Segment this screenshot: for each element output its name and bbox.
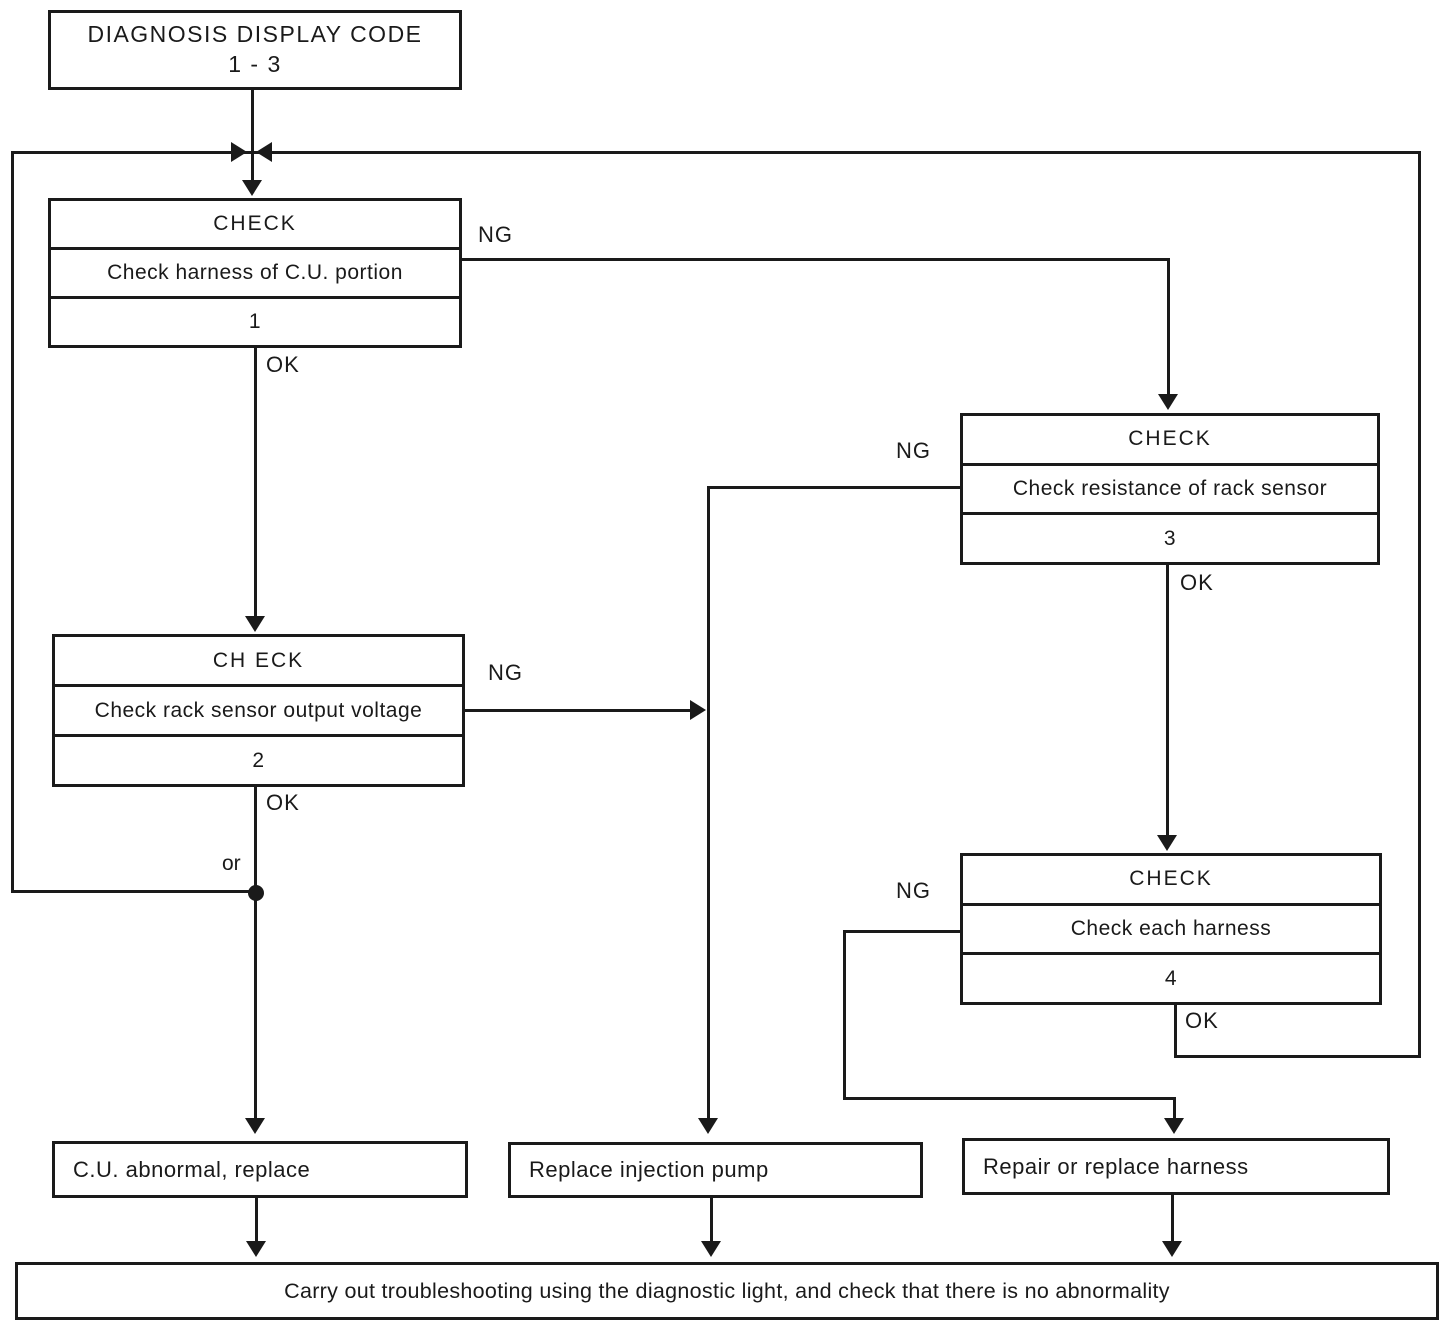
arrowhead-feedback-left-icon xyxy=(231,142,247,162)
start-box: DIAGNOSIS DISPLAY CODE 1 - 3 xyxy=(48,10,462,90)
check3-step: 3 xyxy=(963,512,1377,562)
edge-feedback-top xyxy=(11,151,1421,154)
result-box-cu: C.U. abnormal, replace xyxy=(52,1141,468,1198)
edge-feedback-right-v xyxy=(1418,151,1421,1058)
arrowhead-check4-icon xyxy=(1157,835,1177,851)
check2-header: CH ECK xyxy=(212,648,305,672)
edge-check4-ng-h1 xyxy=(843,930,960,933)
edge-pump-to-footer xyxy=(710,1198,713,1242)
check1-step: 1 xyxy=(51,296,459,345)
check-box-2: CH ECK Check rack sensor output voltage … xyxy=(52,634,465,787)
arrowhead-footer-left-icon xyxy=(246,1241,266,1257)
edge-check4-ok-h xyxy=(1174,1055,1421,1058)
arrowhead-check3-icon xyxy=(1158,394,1178,410)
check3-ok-label: OK xyxy=(1180,570,1214,595)
edge-check2-ok-v xyxy=(254,787,257,893)
edge-feedback-left-h xyxy=(11,890,250,893)
result-pump-label: Replace injection pump xyxy=(529,1157,769,1182)
edge-check4-ok-v xyxy=(1174,1005,1177,1058)
arrowhead-harness-icon xyxy=(1164,1118,1184,1134)
check-box-4: CHECK Check each harness 4 xyxy=(960,853,1382,1005)
edge-check3-ng-h xyxy=(707,486,960,489)
edge-check4-ng-v1 xyxy=(843,930,846,1100)
check4-ok-label: OK xyxy=(1185,1008,1219,1033)
edge-check1-ok-v xyxy=(254,348,257,618)
edge-cu-to-footer xyxy=(255,1198,258,1242)
arrowhead-check1-icon xyxy=(242,180,262,196)
arrowhead-cu-icon xyxy=(245,1118,265,1134)
edge-start-down xyxy=(251,90,254,152)
check3-header: CHECK xyxy=(1128,427,1212,451)
arrowhead-footer-right-icon xyxy=(1162,1241,1182,1257)
check1-header: CHECK xyxy=(213,212,297,235)
arrowhead-feedback-right-icon xyxy=(256,142,272,162)
edge-check2-ng-h xyxy=(465,709,691,712)
or-junction-dot xyxy=(248,885,264,901)
check-box-3: CHECK Check resistance of rack sensor 3 xyxy=(960,413,1380,565)
arrowhead-footer-mid-icon xyxy=(701,1241,721,1257)
check1-desc: Check harness of C.U. portion xyxy=(51,247,459,296)
edge-feedback-left-v xyxy=(11,152,14,893)
check3-desc: Check resistance of rack sensor xyxy=(963,462,1377,513)
edge-check1-ng-h xyxy=(462,258,1170,261)
result-cu-label: C.U. abnormal, replace xyxy=(73,1156,311,1182)
check-box-1: CHECK Check harness of C.U. portion 1 xyxy=(48,198,462,348)
check2-ng-label: NG xyxy=(488,660,523,685)
arrowhead-pump-line-icon xyxy=(690,700,706,720)
edge-check4-ng-h2 xyxy=(843,1097,1176,1100)
edge-check3-ng-v xyxy=(707,486,710,1118)
check4-header: CHECK xyxy=(1129,867,1213,891)
result-box-pump: Replace injection pump xyxy=(508,1142,923,1198)
check1-ok-label: OK xyxy=(266,352,300,377)
edge-check1-ng-v xyxy=(1167,258,1170,396)
edge-or-to-cu-v xyxy=(254,899,257,1119)
arrowhead-check2-icon xyxy=(245,616,265,632)
check1-ng-label: NG xyxy=(478,222,513,247)
edge-harness-to-footer xyxy=(1171,1195,1174,1242)
edge-check3-ok-v xyxy=(1166,565,1169,837)
check3-ng-label: NG xyxy=(896,438,931,463)
edge-junction-to-check1 xyxy=(251,154,254,184)
footer-bar: Carry out troubleshooting using the diag… xyxy=(15,1262,1439,1320)
start-title: DIAGNOSIS DISPLAY CODE xyxy=(87,21,423,48)
start-subtitle: 1 - 3 xyxy=(228,51,282,77)
or-label: or xyxy=(222,852,241,875)
result-harness-label: Repair or replace harness xyxy=(983,1153,1249,1179)
edge-check4-ng-v2 xyxy=(1173,1097,1176,1121)
check4-step: 4 xyxy=(963,952,1379,1002)
arrowhead-pump-icon xyxy=(698,1118,718,1134)
footer-text: Carry out troubleshooting using the diag… xyxy=(284,1278,1170,1303)
result-box-harness: Repair or replace harness xyxy=(962,1138,1390,1195)
check2-ok-label: OK xyxy=(266,790,300,815)
check2-desc: Check rack sensor output voltage xyxy=(55,684,462,734)
check4-ng-label: NG xyxy=(896,878,931,903)
check2-step: 2 xyxy=(55,734,462,784)
check4-desc: Check each harness xyxy=(963,902,1379,953)
